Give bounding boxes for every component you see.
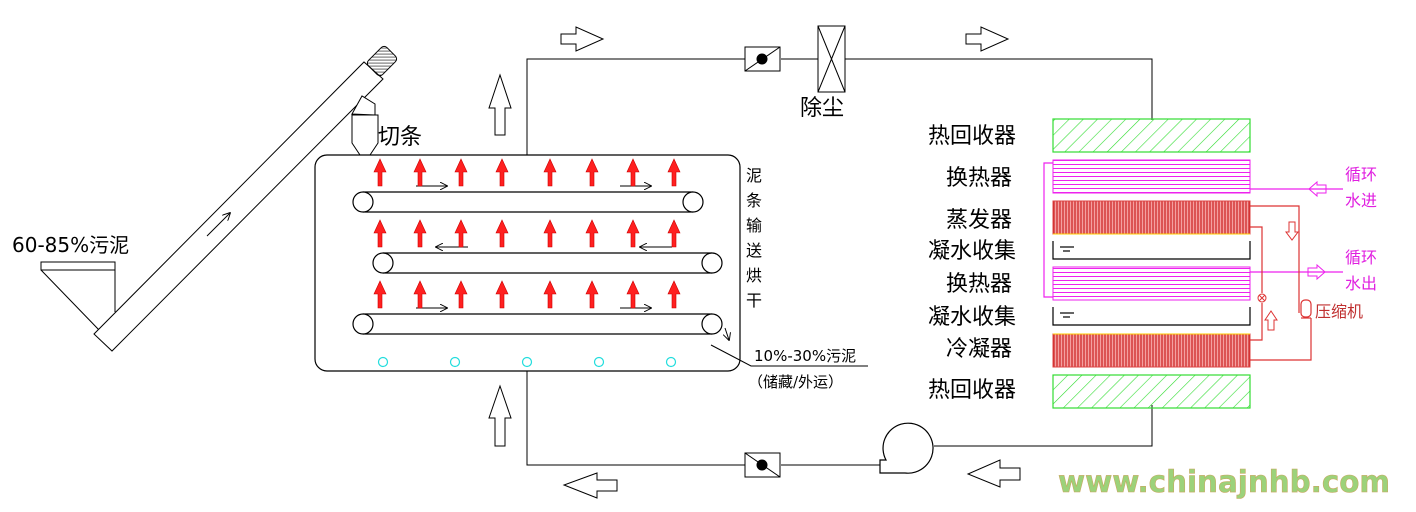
hot-air-arrow xyxy=(585,158,599,187)
component-label: 蒸发器 xyxy=(946,208,1012,233)
hot-air-arrow xyxy=(373,219,387,248)
component-label: 换热器 xyxy=(946,272,1012,297)
outlet-destination-label: （储藏/外运） xyxy=(748,373,843,391)
damper-bottom xyxy=(744,452,781,478)
conveyor-motor xyxy=(366,45,398,77)
flow-arrow-right xyxy=(560,26,605,52)
hot-air-arrow xyxy=(454,158,468,187)
dust-removal-label: 除尘 xyxy=(800,96,844,121)
air-duct-loop xyxy=(526,58,1153,466)
conveyor-belts xyxy=(352,191,723,335)
condensate-tray-lower xyxy=(1052,307,1251,326)
component-label: 冷凝器 xyxy=(946,337,1012,362)
hot-air-arrow xyxy=(543,158,557,187)
component-label: 凝水收集 xyxy=(928,305,1016,330)
condenser xyxy=(1052,333,1251,368)
hot-air-arrow xyxy=(373,158,387,187)
hot-air-arrow xyxy=(585,280,599,309)
refrigerant-loop xyxy=(1250,205,1312,361)
hot-air-arrow xyxy=(667,280,681,309)
hot-air-arrow xyxy=(413,219,427,248)
outlet-sludge-label: 10%-30%污泥 xyxy=(754,347,856,365)
cutter-label: 切条 xyxy=(378,125,422,150)
hot-air-arrow xyxy=(495,219,509,248)
screw-conveyor xyxy=(93,61,384,352)
hot-air-arrow xyxy=(626,280,640,309)
vent-hole xyxy=(449,356,461,368)
hot-air-arrow xyxy=(543,280,557,309)
belt-1 xyxy=(352,191,704,213)
hot-air-arrow xyxy=(413,158,427,187)
inlet-sludge-label: 60-85%污泥 xyxy=(12,233,129,257)
heat-recovery-bottom xyxy=(1052,374,1251,409)
water-out-label: 水出 xyxy=(1345,274,1377,293)
flow-arrow-left xyxy=(966,459,1021,488)
dryer-label-char: 干 xyxy=(746,291,762,310)
outlet-leader-line xyxy=(710,344,868,367)
water-in-label: 循环 xyxy=(1345,165,1377,184)
dryer-vertical-label: 泥 条 输 送 烘 干 xyxy=(746,166,762,310)
dust-filter xyxy=(817,25,846,93)
hot-air-arrow xyxy=(667,158,681,187)
belt-direction-arrows xyxy=(416,186,729,340)
hot-air-arrow xyxy=(543,219,557,248)
hot-air-arrow xyxy=(373,280,387,309)
hot-air-arrow xyxy=(454,219,468,248)
expansion-valve xyxy=(1257,293,1267,303)
belt-2 xyxy=(372,252,723,274)
dryer-label-char: 烘 xyxy=(746,266,762,285)
hot-air-arrow xyxy=(454,280,468,309)
hot-air-arrow xyxy=(495,280,509,309)
circulating-water-loop xyxy=(1043,162,1343,298)
component-label: 热回收器 xyxy=(928,378,1016,403)
hot-air-arrows xyxy=(373,158,681,309)
component-label: 换热器 xyxy=(946,166,1012,191)
vent-hole xyxy=(377,356,389,368)
feed-hopper xyxy=(40,261,116,332)
watermark-text: www.chinajnhb.com xyxy=(1058,465,1390,500)
circulation-fan xyxy=(879,422,934,474)
hot-air-arrow xyxy=(495,158,509,187)
heat-pump-unit: 热回收器 换热器 蒸发器 凝水收集 换热器 凝水收集 冷凝器 热回收器 xyxy=(928,118,1377,409)
flow-arrow-left xyxy=(562,472,618,499)
damper-top xyxy=(744,46,781,72)
belt-3 xyxy=(352,313,723,335)
cutter xyxy=(351,95,379,156)
vent-hole xyxy=(665,356,677,368)
flow-arrow-up xyxy=(488,384,512,447)
vent-holes xyxy=(377,356,677,368)
flow-arrow-right xyxy=(965,26,1010,52)
dryer-label-char: 输 xyxy=(746,216,762,235)
vent-hole xyxy=(593,356,605,368)
component-label: 凝水收集 xyxy=(928,239,1016,264)
water-out-label: 循环 xyxy=(1345,248,1377,267)
vent-hole xyxy=(521,356,533,368)
hot-air-arrow xyxy=(413,280,427,309)
compressor xyxy=(1300,299,1312,319)
heat-exchanger-upper xyxy=(1052,159,1251,194)
dryer-label-char: 条 xyxy=(746,191,762,210)
hot-air-arrow xyxy=(626,219,640,248)
hot-air-arrow xyxy=(667,219,681,248)
component-label: 热回收器 xyxy=(928,124,1016,149)
dryer-label-char: 送 xyxy=(746,241,762,260)
air-flow-arrows xyxy=(488,26,1021,499)
water-in-label: 水进 xyxy=(1345,191,1377,210)
dryer-label-char: 泥 xyxy=(746,166,762,185)
flow-arrow-up xyxy=(488,73,512,136)
heat-exchanger-lower xyxy=(1052,266,1251,301)
compressor-label: 压缩机 xyxy=(1315,302,1363,321)
heat-recovery-top xyxy=(1052,118,1251,153)
condensate-tray-upper xyxy=(1052,241,1251,260)
hot-air-arrow xyxy=(626,158,640,187)
hot-air-arrow xyxy=(585,219,599,248)
evaporator xyxy=(1052,200,1251,235)
